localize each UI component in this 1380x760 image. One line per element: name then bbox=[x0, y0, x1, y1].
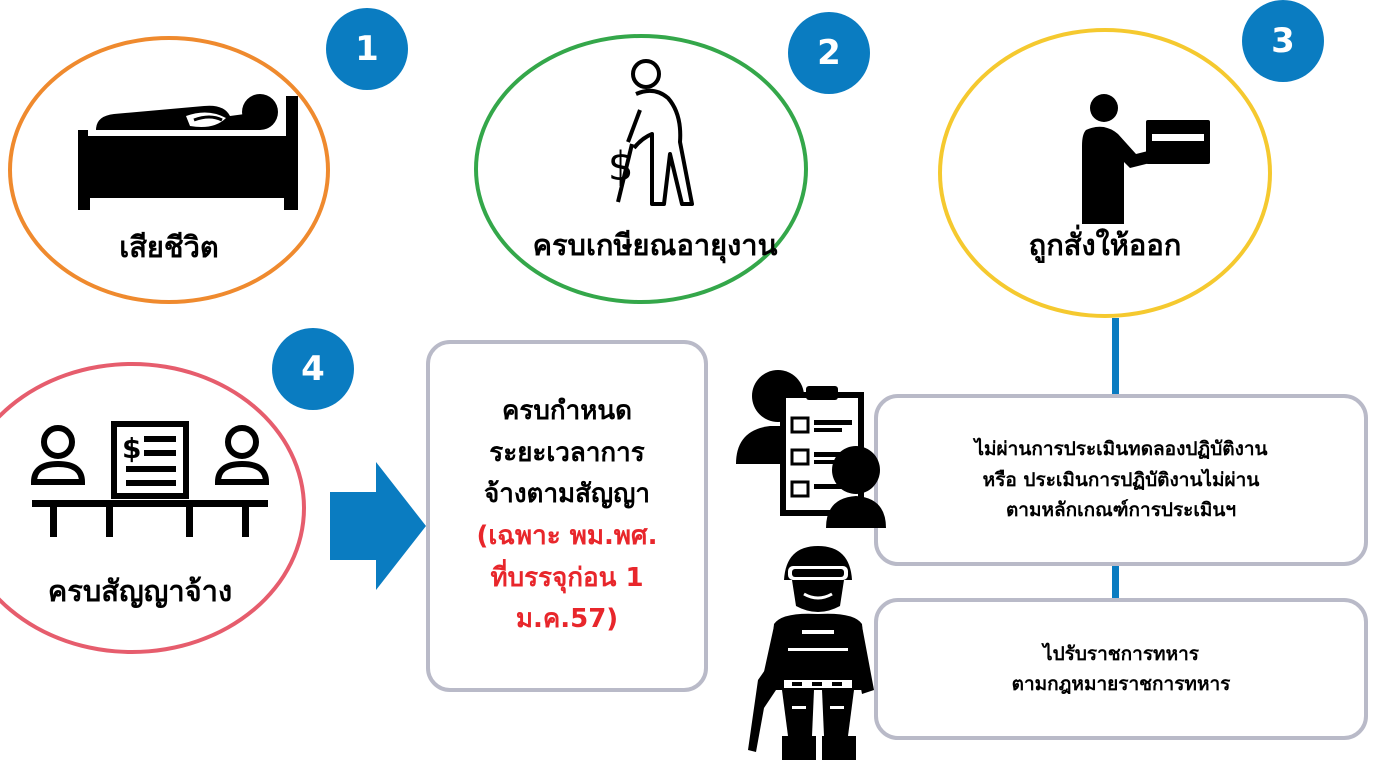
contract-box-line-2: ระยะเวลาการ bbox=[489, 437, 645, 468]
case-3-label: ถูกสั่งให้ออก bbox=[1028, 228, 1182, 262]
evaluation-line-2: หรือ ประเมินการปฏิบัติงานไม่ผ่าน bbox=[982, 468, 1260, 491]
right-arrow-icon bbox=[330, 462, 426, 590]
soldier-icon bbox=[748, 546, 874, 760]
svg-text:$: $ bbox=[608, 144, 633, 190]
case-2-badge: 2 bbox=[788, 12, 870, 94]
military-line-1: ไปรับราชการทหาร bbox=[1043, 642, 1199, 665]
case-4-label: ครบสัญญาจ้าง bbox=[47, 574, 233, 608]
case-3-badge: 3 bbox=[1242, 0, 1324, 82]
contract-period-box: ครบกำหนด ระยะเวลาการ จ้างตามสัญญา (เฉพาะ… bbox=[426, 340, 708, 692]
evaluation-line-3: ตามหลักเกณฑ์การประเมินฯ bbox=[1005, 499, 1237, 522]
case-3-ellipse bbox=[938, 28, 1272, 318]
case-4-badge: 4 bbox=[272, 328, 354, 410]
contract-box-note-1: (เฉพาะ พม.พศ. bbox=[476, 521, 658, 551]
evaluation-line-1: ไม่ผ่านการประเมินทดลองปฏิบัติงาน bbox=[974, 438, 1268, 461]
contract-box-line-3: จ้างตามสัญญา bbox=[484, 479, 650, 510]
case-2-label: ครบเกษียณอายุงาน bbox=[532, 228, 778, 262]
elderly-cane-icon: $ bbox=[608, 59, 694, 206]
svg-text:$: $ bbox=[122, 432, 141, 465]
contract-meeting-icon: $ bbox=[30, 421, 270, 537]
case-1-label: เสียชีวิต bbox=[119, 230, 219, 264]
contract-box-note-3: ม.ค.57) bbox=[515, 604, 619, 635]
bed-death-icon bbox=[78, 94, 298, 210]
evaluation-checklist-icon bbox=[736, 370, 886, 528]
case-2-ellipse bbox=[474, 34, 808, 304]
contract-box-line-1: ครบกำหนด bbox=[502, 396, 632, 427]
person-handing-box-icon bbox=[1082, 94, 1210, 224]
dismissal-reason-evaluation: ไม่ผ่านการประเมินทดลองปฏิบัติงาน หรือ ปร… bbox=[874, 394, 1368, 566]
military-line-2: ตามกฎหมายราชการทหาร bbox=[1011, 673, 1231, 695]
case-1-badge: 1 bbox=[326, 8, 408, 90]
contract-box-note-2: ที่บรรจุก่อน 1 bbox=[490, 562, 644, 593]
dismissal-reason-military: ไปรับราชการทหาร ตามกฎหมายราชการทหาร bbox=[874, 598, 1368, 740]
